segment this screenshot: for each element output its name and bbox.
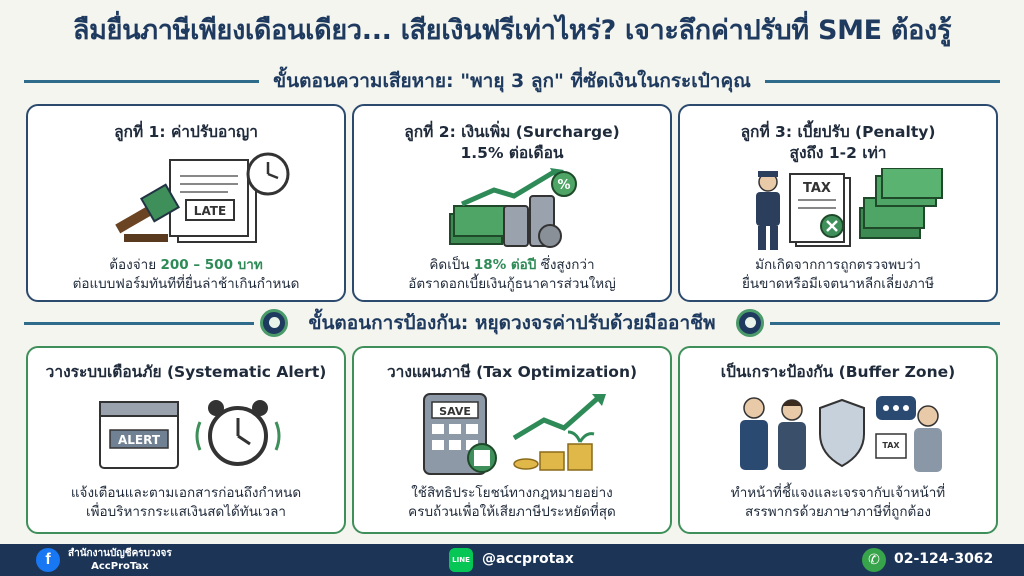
card-title: วางแผนภาษี (Tax Optimization) [386, 363, 638, 381]
desc-text: เพื่อบริหารกระแสเงินสดได้ทันเวลา [86, 504, 286, 520]
calendar-alarm-clock-icon: ALERT [99, 400, 281, 469]
desc-text: ยื่นขาดหรือมีเจตนาหลีกเลี่ยงภาษี [741, 276, 935, 292]
divider [769, 321, 1001, 325]
desc-highlight: 18% ต่อปี [473, 257, 537, 273]
page-title: ลืมยื่นภาษีเพียงเดือนเดียว... เสียเงินฟร… [72, 15, 952, 46]
percent-label: % [557, 178, 570, 193]
line-id-link[interactable]: @accprotax [482, 551, 574, 567]
desc-text: ครบถ้วนเพื่อให้เสียภาษีประหยัดที่สุด [408, 504, 616, 520]
section-damage-heading: ขั้นตอนความเสียหาย: "พายุ 3 ลูก" ที่ซัดเ… [24, 66, 1000, 96]
phone-icon[interactable]: ✆ [862, 548, 886, 572]
card-description: ต้องจ่าย 200 – 500 บาท ต่อแบบฟอร์มทันทีท… [34, 256, 338, 294]
shield-badge-icon [735, 309, 764, 337]
card-description: ทำหน้าที่ชี้แจงและเจรจากับเจ้าหน้าที่ สร… [686, 484, 990, 522]
desc-highlight: 200 – 500 บาท [160, 257, 263, 273]
advisors-shield-officer-icon: TAX [740, 396, 942, 472]
card-title: ลูกที่ 1: ค่าปรับอาญา [114, 123, 258, 141]
section-damage-title: ขั้นตอนความเสียหาย: "พายุ 3 ลูก" ที่ซัดเ… [273, 70, 751, 92]
office-name[interactable]: สำนักงานบัญชีครบวงจร AccProTax [68, 547, 172, 573]
section-prevention-heading: ขั้นตอนการป้องกัน: หยุดวงจรค่าปรับด้วยมื… [24, 308, 1001, 338]
calculator-coins-growth-icon: SAVE [423, 393, 606, 475]
desc-text: ซึ่งสูงกว่า [536, 257, 595, 273]
office-name-line2: AccProTax [91, 561, 149, 572]
alert-label: ALERT [118, 433, 161, 447]
card-penalty: ลูกที่ 3: เบี้ยปรับ (Penalty) สูงถึง 1-2… [678, 104, 998, 302]
card-title: ลูกที่ 2: เงินเพิ่ม (Surcharge) 1.5% ต่อ… [354, 122, 670, 164]
officer-tax-form-money-icon: TAX [756, 168, 943, 250]
desc-text: ทำหน้าที่ชี้แจงและเจรจากับเจ้าหน้าที่ [730, 485, 946, 501]
desc-text: อัตราดอกเบี้ยเงินกู้ธนาคารส่วนใหญ่ [408, 276, 616, 292]
card-title-line2: 1.5% ต่อเดือน [460, 144, 564, 162]
card-title-line1: ลูกที่ 3: เบี้ยปรับ (Penalty) [740, 123, 936, 141]
tax-form-label: TAX [803, 181, 831, 196]
desc-text: คิดเป็น [429, 257, 474, 273]
card-description: คิดเป็น 18% ต่อปี ซึ่งสูงกว่า อัตราดอกเบ… [360, 256, 664, 294]
card-description: ใช้สิทธิประโยชน์ทางกฎหมายอย่าง ครบถ้วนเพ… [360, 484, 664, 522]
card-title: เป็นเกราะป้องกัน (Buffer Zone) [720, 363, 956, 381]
desc-text: ต่อแบบฟอร์มทันทีที่ยื่นล่าช้าเกินกำหนด [72, 276, 300, 292]
office-name-line1: สำนักงานบัญชีครบวงจร [68, 548, 172, 559]
card-buffer-zone: เป็นเกราะป้องกัน (Buffer Zone) TAX ทำหน้… [678, 346, 998, 534]
card-systematic-alert: วางระบบเตือนภัย (Systematic Alert) ALERT… [26, 346, 346, 534]
section-prevention-title: ขั้นตอนการป้องกัน: หยุดวงจรค่าปรับด้วยมื… [308, 312, 716, 334]
card-description: แจ้งเตือนและตามเอกสารก่อนถึงกำหนด เพื่อบ… [34, 484, 338, 522]
desc-text: ใช้สิทธิประโยชน์ทางกฎหมายอย่าง [411, 485, 613, 501]
card-surcharge: ลูกที่ 2: เงินเพิ่ม (Surcharge) 1.5% ต่อ… [352, 104, 672, 302]
desc-text: แจ้งเตือนและตามเอกสารก่อนถึงกำหนด [70, 485, 302, 501]
money-coins-growth-icon: % [449, 168, 577, 248]
desc-text: ต้องจ่าย [109, 257, 161, 273]
desc-text: มักเกิดจากการถูกตรวจพบว่า [755, 257, 921, 273]
divider [24, 321, 255, 325]
facebook-icon[interactable]: f [36, 548, 60, 572]
desc-text: สรรพากรด้วยภาษาภาษีที่ถูกต้อง [745, 504, 931, 520]
tax-doc-label: TAX [882, 441, 900, 450]
card-description: มักเกิดจากการถูกตรวจพบว่า ยื่นขาดหรือมีเ… [686, 256, 990, 294]
save-label: SAVE [439, 405, 471, 418]
line-app-icon[interactable]: LINE [449, 548, 473, 572]
divider [764, 79, 1000, 83]
divider [24, 79, 260, 83]
card-title: ลูกที่ 3: เบี้ยปรับ (Penalty) สูงถึง 1-2… [680, 122, 996, 164]
card-title-line2: สูงถึง 1-2 เท่า [789, 144, 887, 162]
card-tax-optimization: วางแผนภาษี (Tax Optimization) SAVE ใช้สิ… [352, 346, 672, 534]
phone-number-link[interactable]: 02-124-3062 [894, 551, 994, 567]
card-title-line1: ลูกที่ 2: เงินเพิ่ม (Surcharge) [404, 123, 620, 141]
late-stamp-label: LATE [194, 204, 226, 218]
card-criminal-fine: ลูกที่ 1: ค่าปรับอาญา LATE ต้องจ่าย 200 … [26, 104, 346, 302]
card-title: วางระบบเตือนภัย (Systematic Alert) [45, 363, 327, 381]
shield-badge-icon [260, 309, 289, 337]
footer-bar: f สำนักงานบัญชีครบวงจร AccProTax LINE @a… [0, 544, 1024, 576]
gavel-late-form-clock-icon: LATE [115, 152, 290, 243]
